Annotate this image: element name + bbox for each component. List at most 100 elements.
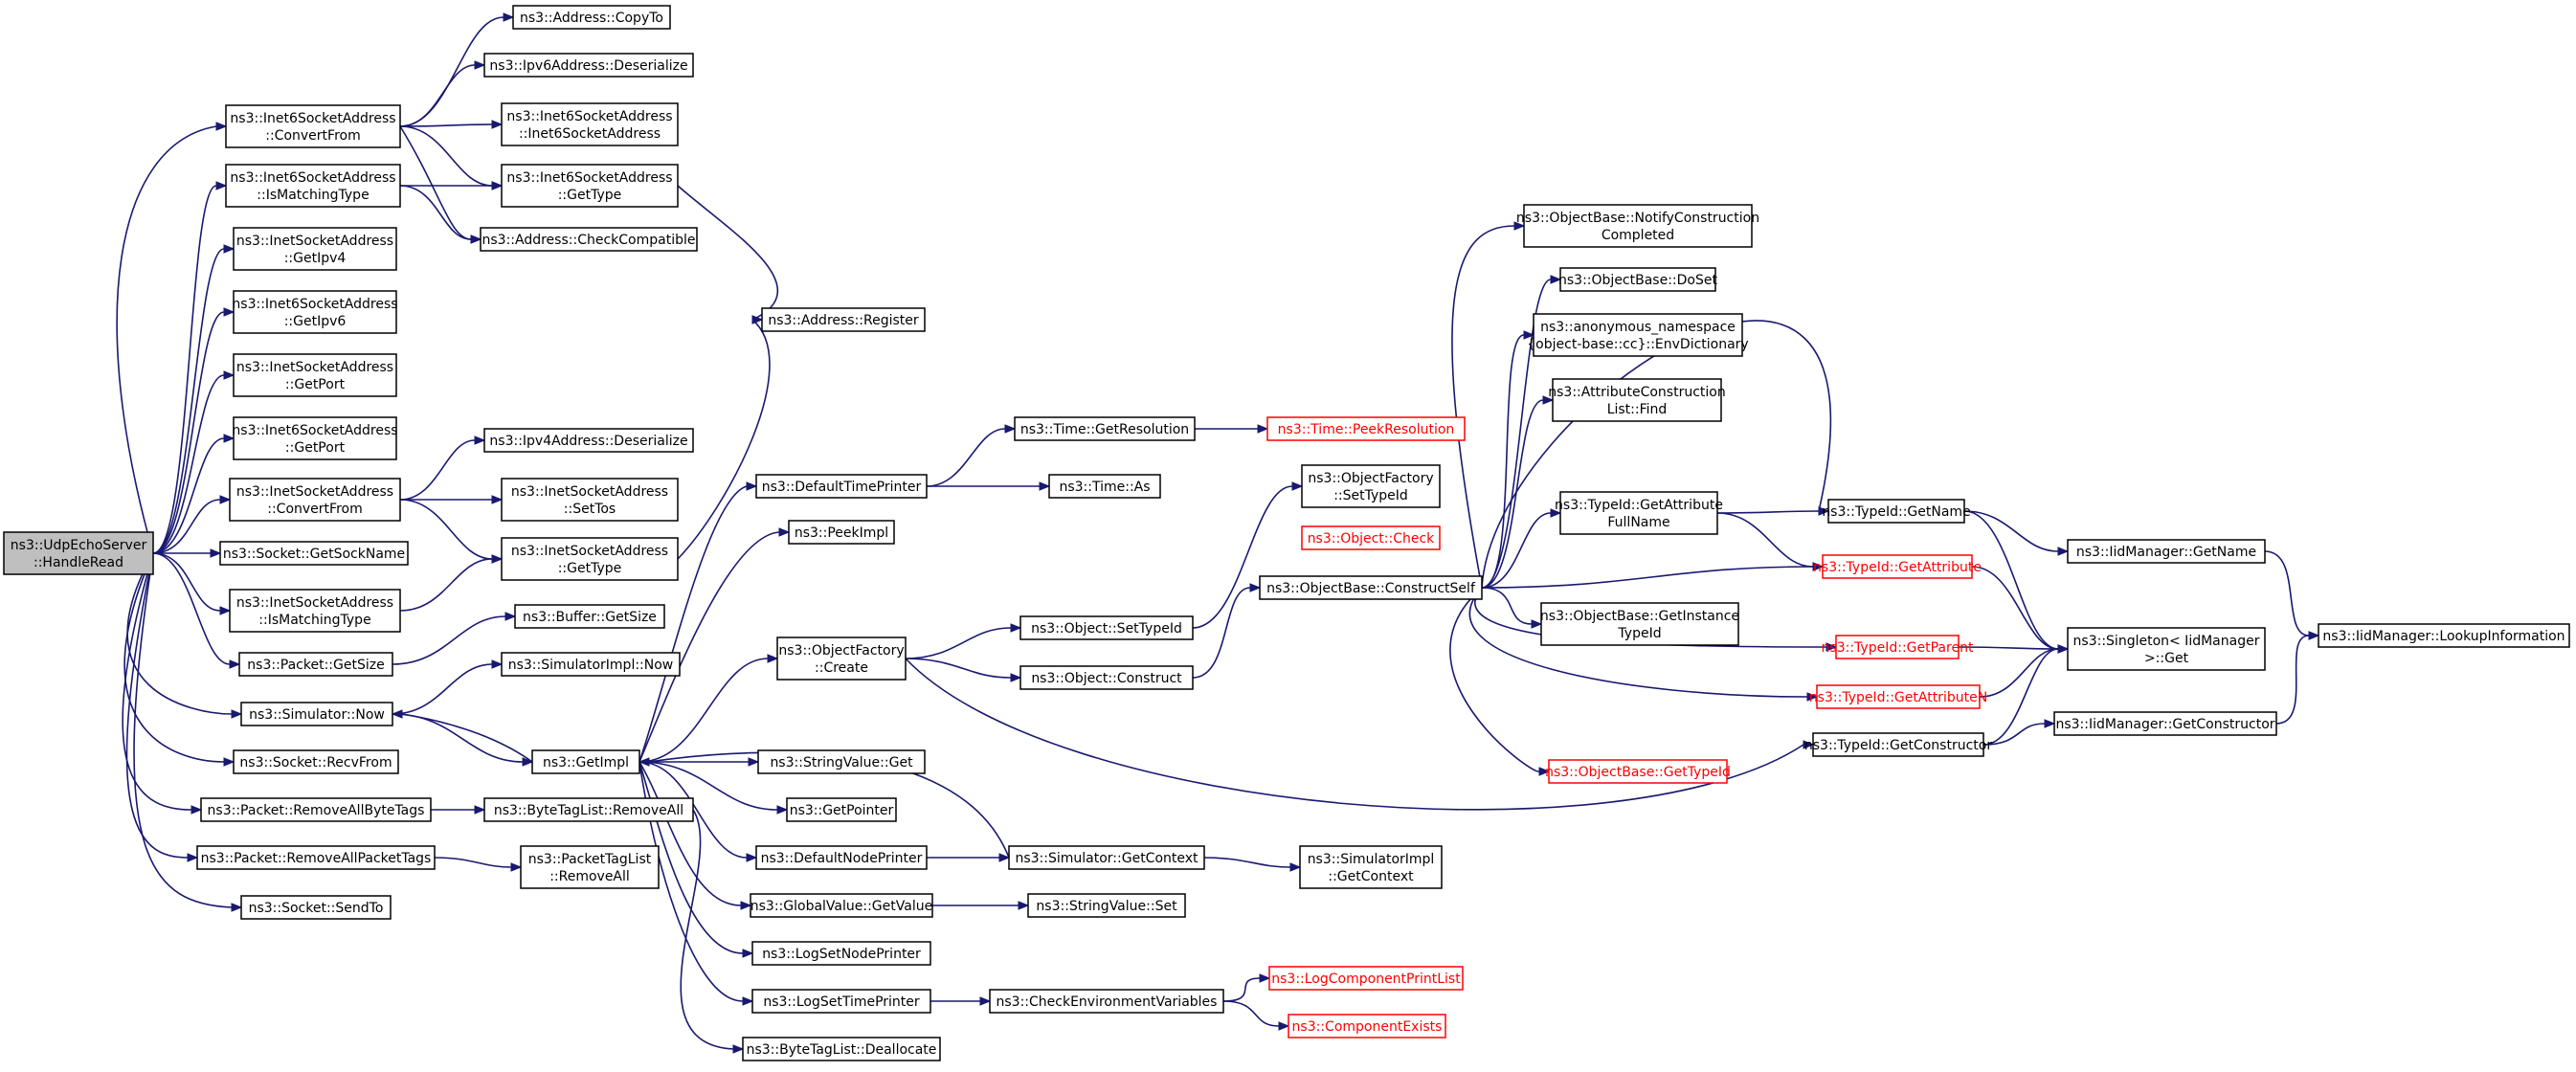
- edge-n24-to-n39: [680, 809, 745, 1054]
- node-ns3-objectfactory-create[interactable]: ns3::ObjectFactory::Create: [776, 636, 907, 681]
- node-ns3-objectbase-gettypeid[interactable]: ns3::ObjectBase::GetTypeId: [1545, 759, 1731, 784]
- node-label: ns3::TypeId::GetParent: [1822, 640, 1974, 656]
- node-ns3-inetsocketaddress-convertfrom[interactable]: ns3::InetSocketAddress::ConvertFrom: [229, 478, 401, 522]
- node-ns3-buffer-getsize[interactable]: ns3::Buffer::GetSize: [514, 604, 665, 629]
- node-label: ns3::Address::CopyTo: [520, 11, 663, 26]
- node-ns3-objectbase-notifyconstruction-completed[interactable]: ns3::ObjectBase::NotifyConstructionCompl…: [1516, 204, 1759, 248]
- node-ns3-logcomponentprintlist[interactable]: ns3::LogComponentPrintList: [1268, 966, 1464, 991]
- node-ns3-packet-getsize[interactable]: ns3::Packet::GetSize: [238, 652, 393, 677]
- node-ns3-time-peekresolution[interactable]: ns3::Time::PeekResolution: [1266, 416, 1466, 441]
- node-ns3-bytetaglist-deallocate[interactable]: ns3::ByteTagList::Deallocate: [742, 1037, 941, 1061]
- node-box: [742, 1037, 941, 1061]
- node-ns3-inetsocketaddress-gettype[interactable]: ns3::InetSocketAddress::GetType: [501, 537, 679, 581]
- node-box: [1540, 602, 1739, 646]
- node-label: ::GetType: [558, 188, 622, 203]
- node-ns3-socket-getsockname[interactable]: ns3::Socket::GetSockName: [219, 541, 409, 566]
- node-box: [1835, 635, 1960, 659]
- node-ns3-typeid-getattribute[interactable]: ns3::TypeId::GetAttribute: [1813, 554, 1982, 579]
- node-ns3-address-register[interactable]: ns3::Address::Register: [761, 307, 926, 332]
- node-ns3-packet-removeallpackettags[interactable]: ns3::Packet::RemoveAllPacketTags: [196, 845, 436, 870]
- node-ns3-bytetaglist-removeall[interactable]: ns3::ByteTagList::RemoveAll: [483, 797, 694, 822]
- node-ns3-logsettimeprinter[interactable]: ns3::LogSetTimePrinter: [751, 989, 931, 1014]
- node-ns3-udpechoserver-handleread[interactable]: ns3::UdpEchoServer::HandleRead: [3, 531, 154, 575]
- node-ns3-checkenvironmentvariables[interactable]: ns3::CheckEnvironmentVariables: [989, 989, 1224, 1014]
- node-ns3-peekimpl[interactable]: ns3::PeekImpl: [788, 520, 895, 545]
- node-ns3-stringvalue-set[interactable]: ns3::StringValue::Set: [1027, 893, 1186, 918]
- node-ns3-time-as[interactable]: ns3::Time::As: [1048, 474, 1161, 499]
- node-ns3-inet6socketaddress-ismatchingtype[interactable]: ns3::Inet6SocketAddress::IsMatchingType: [225, 164, 401, 208]
- node-ns3-ipv6address-deserialize[interactable]: ns3::Ipv6Address::Deserialize: [483, 53, 694, 78]
- node-ns3-simulator-getcontext[interactable]: ns3::Simulator::GetContext: [1008, 845, 1205, 870]
- node-ns3-socket-recvfrom[interactable]: ns3::Socket::RecvFrom: [233, 749, 399, 774]
- node-ns3-objectfactory-settypeid[interactable]: ns3::ObjectFactory::SetTypeId: [1301, 464, 1441, 508]
- edge-n29-to-n31: [638, 527, 791, 763]
- node-ns3-inet6socketaddress-convertfrom[interactable]: ns3::Inet6SocketAddress::ConvertFrom: [225, 104, 401, 148]
- node-ns3-typeid-getname[interactable]: ns3::TypeId::GetName: [1822, 499, 1971, 524]
- node-ns3-typeid-getconstructor[interactable]: ns3::TypeId::GetConstructor: [1804, 732, 1992, 757]
- node-ns3-stringvalue-get[interactable]: ns3::StringValue::Get: [757, 749, 926, 774]
- node-ns3-inet6socketaddress-inet6socketaddress[interactable]: ns3::Inet6SocketAddress::Inet6SocketAddr…: [501, 102, 679, 146]
- node-ns3-inetsocketaddress-settos[interactable]: ns3::InetSocketAddress::SetTos: [501, 478, 679, 522]
- node-label: ns3::TypeId::GetConstructor: [1804, 738, 1992, 753]
- node-label: {object-base::cc}::EnvDictionary: [1527, 337, 1748, 352]
- node-label: ns3::ObjectFactory: [1308, 471, 1433, 486]
- node-label: ns3::Object::Construct: [1031, 671, 1182, 686]
- node-box: [3, 531, 154, 575]
- node-ns3-address-copyto[interactable]: ns3::Address::CopyTo: [512, 5, 671, 30]
- node-ns3-anonymous-namespace-object-base-cc-envdictionary[interactable]: ns3::anonymous_namespace{object-base::cc…: [1527, 313, 1749, 357]
- node-ns3-typeid-getparent[interactable]: ns3::TypeId::GetParent: [1822, 635, 1974, 659]
- node-ns3-typeid-getattributen[interactable]: ns3::TypeId::GetAttributeN: [1809, 684, 1987, 709]
- node-ns3-inet6socketaddress-getport[interactable]: ns3::Inet6SocketAddress::GetPort: [232, 416, 398, 460]
- node-label: ns3::TypeId::GetAttributeN: [1809, 690, 1987, 705]
- node-ns3-simulatorimpl-getcontext[interactable]: ns3::SimulatorImpl::GetContext: [1299, 845, 1443, 889]
- node-ns3-object-check[interactable]: ns3::Object::Check: [1301, 525, 1441, 550]
- edge-n0-to-n10: [152, 370, 235, 554]
- node-ns3-defaulttimeprinter[interactable]: ns3::DefaultTimePrinter: [755, 474, 928, 499]
- node-label: ns3::StringValue::Set: [1036, 899, 1177, 914]
- edge-n0-to-n11: [152, 434, 235, 554]
- node-ns3-simulator-now[interactable]: ns3::Simulator::Now: [240, 702, 393, 726]
- node-box: [233, 290, 397, 334]
- node-label: ns3::Simulator::Now: [249, 707, 385, 723]
- edge-n40-to-n41: [1195, 424, 1269, 434]
- node-ns3-singleton-iidmanager-get[interactable]: ns3::Singleton< IidManager >::Get: [2067, 627, 2266, 671]
- node-ns3-getpointer[interactable]: ns3::GetPointer: [786, 797, 897, 822]
- node-ns3-inetsocketaddress-ismatchingtype[interactable]: ns3::InetSocketAddress::IsMatchingType: [229, 589, 401, 633]
- node-label: ::GetIpv4: [284, 251, 347, 266]
- node-ns3-object-settypeid[interactable]: ns3::Object::SetTypeId: [1019, 615, 1194, 640]
- node-ns3-ipv4address-deserialize[interactable]: ns3::Ipv4Address::Deserialize: [483, 428, 694, 453]
- node-ns3-globalvalue-getvalue[interactable]: ns3::GlobalValue::GetValue: [750, 893, 933, 918]
- node-ns3-objectbase-constructself[interactable]: ns3::ObjectBase::ConstructSelf: [1259, 575, 1483, 600]
- node-ns3-iidmanager-getname[interactable]: ns3::IidManager::GetName: [2067, 539, 2266, 564]
- node-label: ns3::ObjectBase::GetInstance: [1540, 609, 1739, 624]
- edge-n61-to-n66: [1963, 510, 2070, 556]
- node-ns3-inet6socketaddress-getipv6[interactable]: ns3::Inet6SocketAddress::GetIpv6: [232, 290, 398, 334]
- node-box: [483, 797, 694, 822]
- node-ns3-inetsocketaddress-getport[interactable]: ns3::InetSocketAddress::GetPort: [233, 353, 397, 397]
- node-ns3-inet6socketaddress-gettype[interactable]: ns3::Inet6SocketAddress::GetType: [501, 164, 679, 208]
- node-ns3-logsetnodeprinter[interactable]: ns3::LogSetNodePrinter: [751, 941, 931, 966]
- edge-n12-to-n14: [400, 495, 504, 504]
- node-box: [233, 749, 399, 774]
- node-ns3-objectbase-doset[interactable]: ns3::ObjectBase::DoSet: [1558, 267, 1717, 292]
- node-ns3-time-getresolution[interactable]: ns3::Time::GetResolution: [1014, 416, 1196, 441]
- node-ns3-defaultnodeprinter[interactable]: ns3::DefaultNodePrinter: [755, 845, 928, 870]
- node-ns3-packet-removeallbytetags[interactable]: ns3::Packet::RemoveAllByteTags: [200, 797, 432, 822]
- node-label: ::Create: [815, 660, 868, 676]
- node-ns3-simulatorimpl-now[interactable]: ns3::SimulatorImpl::Now: [501, 652, 681, 677]
- node-ns3-address-checkcompatible[interactable]: ns3::Address::CheckCompatible: [480, 227, 698, 252]
- node-ns3-componentexists[interactable]: ns3::ComponentExists: [1288, 1014, 1446, 1038]
- node-ns3-inetsocketaddress-getipv4[interactable]: ns3::InetSocketAddress::GetIpv4: [233, 227, 397, 271]
- edge-n1-to-n3: [399, 60, 486, 127]
- node-ns3-getimpl[interactable]: ns3::GetImpl: [531, 749, 640, 774]
- node-ns3-socket-sendto[interactable]: ns3::Socket::SendTo: [240, 895, 392, 920]
- node-box: [483, 428, 694, 453]
- node-label: ns3::ObjectFactory: [778, 643, 904, 659]
- node-ns3-iidmanager-lookupinformation[interactable]: ns3::IidManager::LookupInformation: [2318, 623, 2570, 648]
- node-ns3-iidmanager-getconstructor[interactable]: ns3::IidManager::GetConstructor: [2053, 711, 2277, 736]
- node-ns3-object-construct[interactable]: ns3::Object::Construct: [1019, 665, 1194, 690]
- node-ns3-packettaglist-removeall[interactable]: ns3::PacketTagList::RemoveAll: [520, 845, 660, 889]
